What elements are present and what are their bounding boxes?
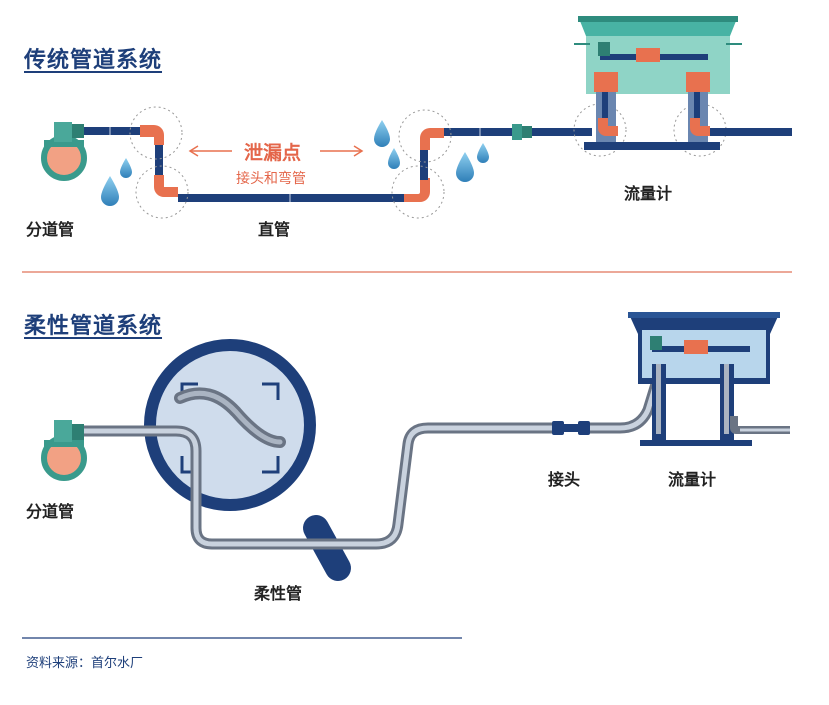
elbow-3 (404, 178, 430, 202)
magnifier-icon (144, 339, 351, 581)
traditional-meter-label: 流量计 (624, 184, 673, 203)
traditional-title: 传统管道系统 (24, 48, 163, 73)
elbow-4 (420, 128, 444, 150)
joint-bottom (552, 421, 590, 435)
branch-clamp-top (41, 122, 87, 181)
joint-label: 接头 (548, 470, 581, 489)
pipe-top-right (444, 128, 514, 136)
leak-arrows (188, 145, 364, 157)
joint-top (512, 124, 592, 140)
straight-pipe (178, 194, 406, 202)
pipe-vertical-right (420, 148, 428, 180)
pipe-top-left (84, 127, 144, 135)
leak-label: 泄漏点 (244, 142, 302, 164)
flexible-meter-label: 流量计 (668, 470, 717, 489)
flow-meter-top (574, 16, 792, 150)
straight-pipe-label: 直管 (258, 220, 291, 239)
flow-meter-bottom (628, 312, 790, 446)
water-drop-icons (101, 120, 489, 206)
leak-sub-label: 接头和弯管 (236, 171, 306, 187)
branch-clamp-bottom (41, 420, 87, 481)
flex-pipe-label: 柔性管 (254, 584, 303, 603)
elbow-1 (140, 125, 164, 145)
elbow-2 (154, 175, 178, 197)
traditional-branch-label: 分道管 (26, 220, 75, 239)
flexible-branch-label: 分道管 (26, 502, 75, 521)
flexible-title: 柔性管道系统 (24, 314, 163, 339)
pipe-vertical-left (155, 145, 163, 177)
flexible-pipe (84, 382, 662, 550)
source-note: 资料来源：首尔水厂 (26, 656, 144, 671)
